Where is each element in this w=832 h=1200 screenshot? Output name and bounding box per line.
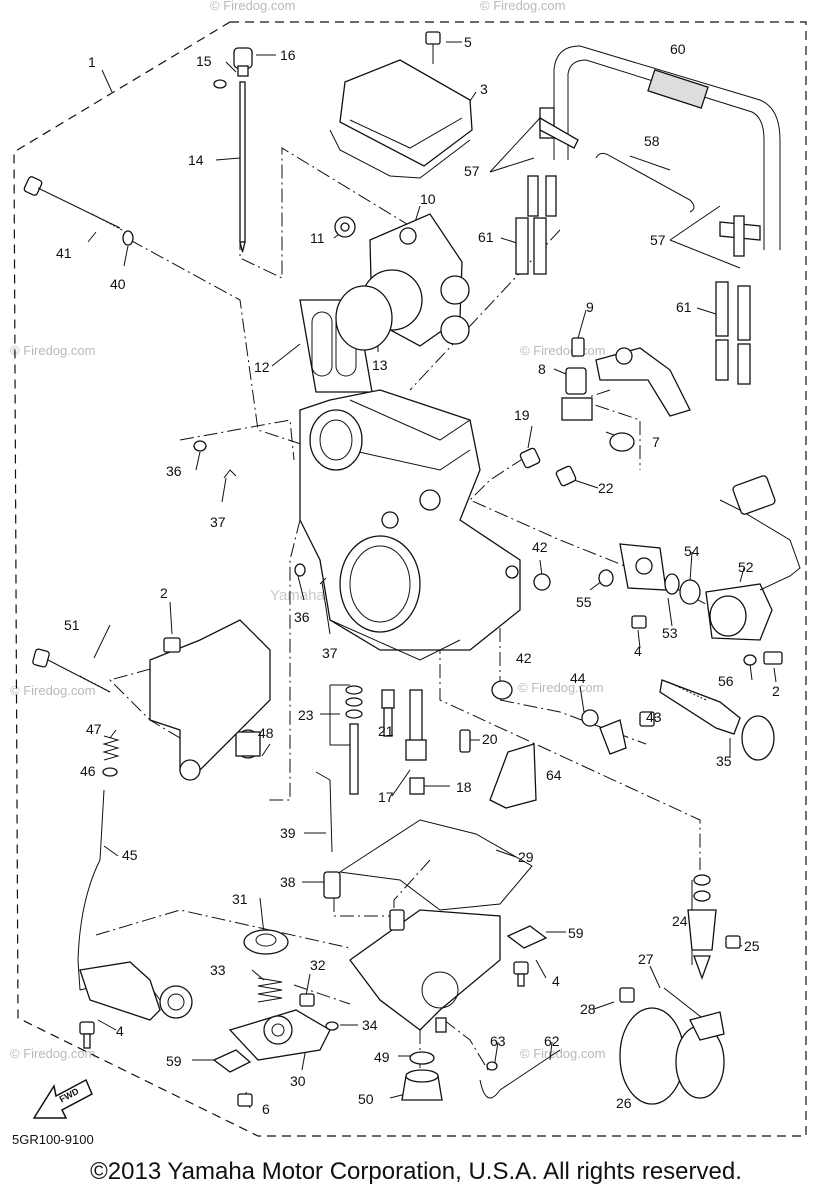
part-label-11: 11 <box>310 230 325 246</box>
part-label-37: 37 <box>322 645 338 661</box>
part-label-55: 55 <box>576 594 592 610</box>
part-label-33: 33 <box>210 962 226 978</box>
part-label-61: 61 <box>676 299 692 315</box>
part-label-60: 60 <box>670 41 686 57</box>
part-label-63: 63 <box>490 1033 506 1049</box>
part-label-15: 15 <box>196 53 212 69</box>
part-label-40: 40 <box>110 276 126 292</box>
part-label-64: 64 <box>546 767 562 783</box>
part-label-46: 46 <box>80 763 96 779</box>
part-labels: 1 2 2 3 4 4 4 5 6 7 8 9 10 11 12 13 14 1… <box>56 34 780 1117</box>
part-label-59: 59 <box>166 1053 182 1069</box>
part-label-17: 17 <box>378 789 394 805</box>
part-label-4: 4 <box>634 643 642 659</box>
part-label-56: 56 <box>718 673 734 689</box>
part-label-43: 43 <box>646 709 662 725</box>
part-label-22: 22 <box>598 480 614 496</box>
diagram-code: 5GR100-9100 <box>12 1132 94 1147</box>
part-label-30: 30 <box>290 1073 306 1089</box>
part-label-24: 24 <box>672 913 688 929</box>
part-label-9: 9 <box>586 299 594 315</box>
watermark-firedog: © Firedog.com <box>10 343 95 358</box>
watermark-firedog: © Firedog.com <box>10 1046 95 1061</box>
part-label-12: 12 <box>254 359 270 375</box>
part-label-6: 6 <box>262 1101 270 1117</box>
part-label-58: 58 <box>644 133 660 149</box>
part-label-16: 16 <box>280 47 296 63</box>
watermark-firedog: © Firedog.com <box>10 683 95 698</box>
part-label-47: 47 <box>86 721 102 737</box>
part-label-20: 20 <box>482 731 498 747</box>
part-label-2: 2 <box>772 683 780 699</box>
part-label-37: 37 <box>210 514 226 530</box>
part-label-32: 32 <box>310 957 326 973</box>
part-label-49: 49 <box>374 1049 390 1065</box>
part-label-44: 44 <box>570 670 586 686</box>
part-label-34: 34 <box>362 1017 378 1033</box>
part-label-36: 36 <box>294 609 310 625</box>
part-label-21: 21 <box>378 723 394 739</box>
watermark-firedog: © Firedog.com <box>520 343 605 358</box>
part-label-53: 53 <box>662 625 678 641</box>
watermark-firedog: © Firedog.com <box>518 680 603 695</box>
part-label-50: 50 <box>358 1091 374 1107</box>
part-label-57: 57 <box>650 232 666 248</box>
part-label-57: 57 <box>464 163 480 179</box>
assembly-boundary <box>13 21 807 1137</box>
part-label-62: 62 <box>544 1033 560 1049</box>
part-label-42: 42 <box>532 539 548 555</box>
part-label-8: 8 <box>538 361 546 377</box>
part-label-4: 4 <box>552 973 560 989</box>
watermark-firedog: © Firedog.com <box>480 0 565 13</box>
part-label-59: 59 <box>568 925 584 941</box>
part-label-31: 31 <box>232 891 248 907</box>
part-label-52: 52 <box>738 559 754 575</box>
part-label-45: 45 <box>122 847 138 863</box>
part-label-42: 42 <box>516 650 532 666</box>
part-label-2: 2 <box>160 585 168 601</box>
watermark-firedog: © Firedog.com <box>210 0 295 13</box>
part-label-14: 14 <box>188 152 204 168</box>
part-label-54: 54 <box>684 543 700 559</box>
copyright-notice: ©2013 Yamaha Motor Corporation, U.S.A. A… <box>90 1158 742 1185</box>
part-label-28: 28 <box>580 1001 596 1017</box>
fwd-arrow-icon: FWD <box>32 1078 93 1119</box>
part-label-27: 27 <box>638 951 654 967</box>
part-label-35: 35 <box>716 753 732 769</box>
part-label-38: 38 <box>280 874 296 890</box>
part-label-39: 39 <box>280 825 296 841</box>
part-label-48: 48 <box>258 725 274 741</box>
part-label-19: 19 <box>514 407 530 423</box>
part-label-5: 5 <box>464 34 472 50</box>
part-label-7: 7 <box>652 434 660 450</box>
part-label-51: 51 <box>64 617 80 633</box>
part-label-41: 41 <box>56 245 72 261</box>
watermark-firedog: © Firedog.com <box>520 1046 605 1061</box>
part-label-13: 13 <box>372 357 388 373</box>
part-label-4: 4 <box>116 1023 124 1039</box>
part-label-61: 61 <box>478 229 494 245</box>
part-label-1: 1 <box>88 54 96 70</box>
part-label-25: 25 <box>744 938 760 954</box>
part-label-23: 23 <box>298 707 314 723</box>
part-label-36: 36 <box>166 463 182 479</box>
part-label-18: 18 <box>456 779 472 795</box>
parts <box>23 31 801 1107</box>
part-label-10: 10 <box>420 191 436 207</box>
part-label-3: 3 <box>480 81 488 97</box>
part-label-26: 26 <box>616 1095 632 1111</box>
part-label-29: 29 <box>518 849 534 865</box>
